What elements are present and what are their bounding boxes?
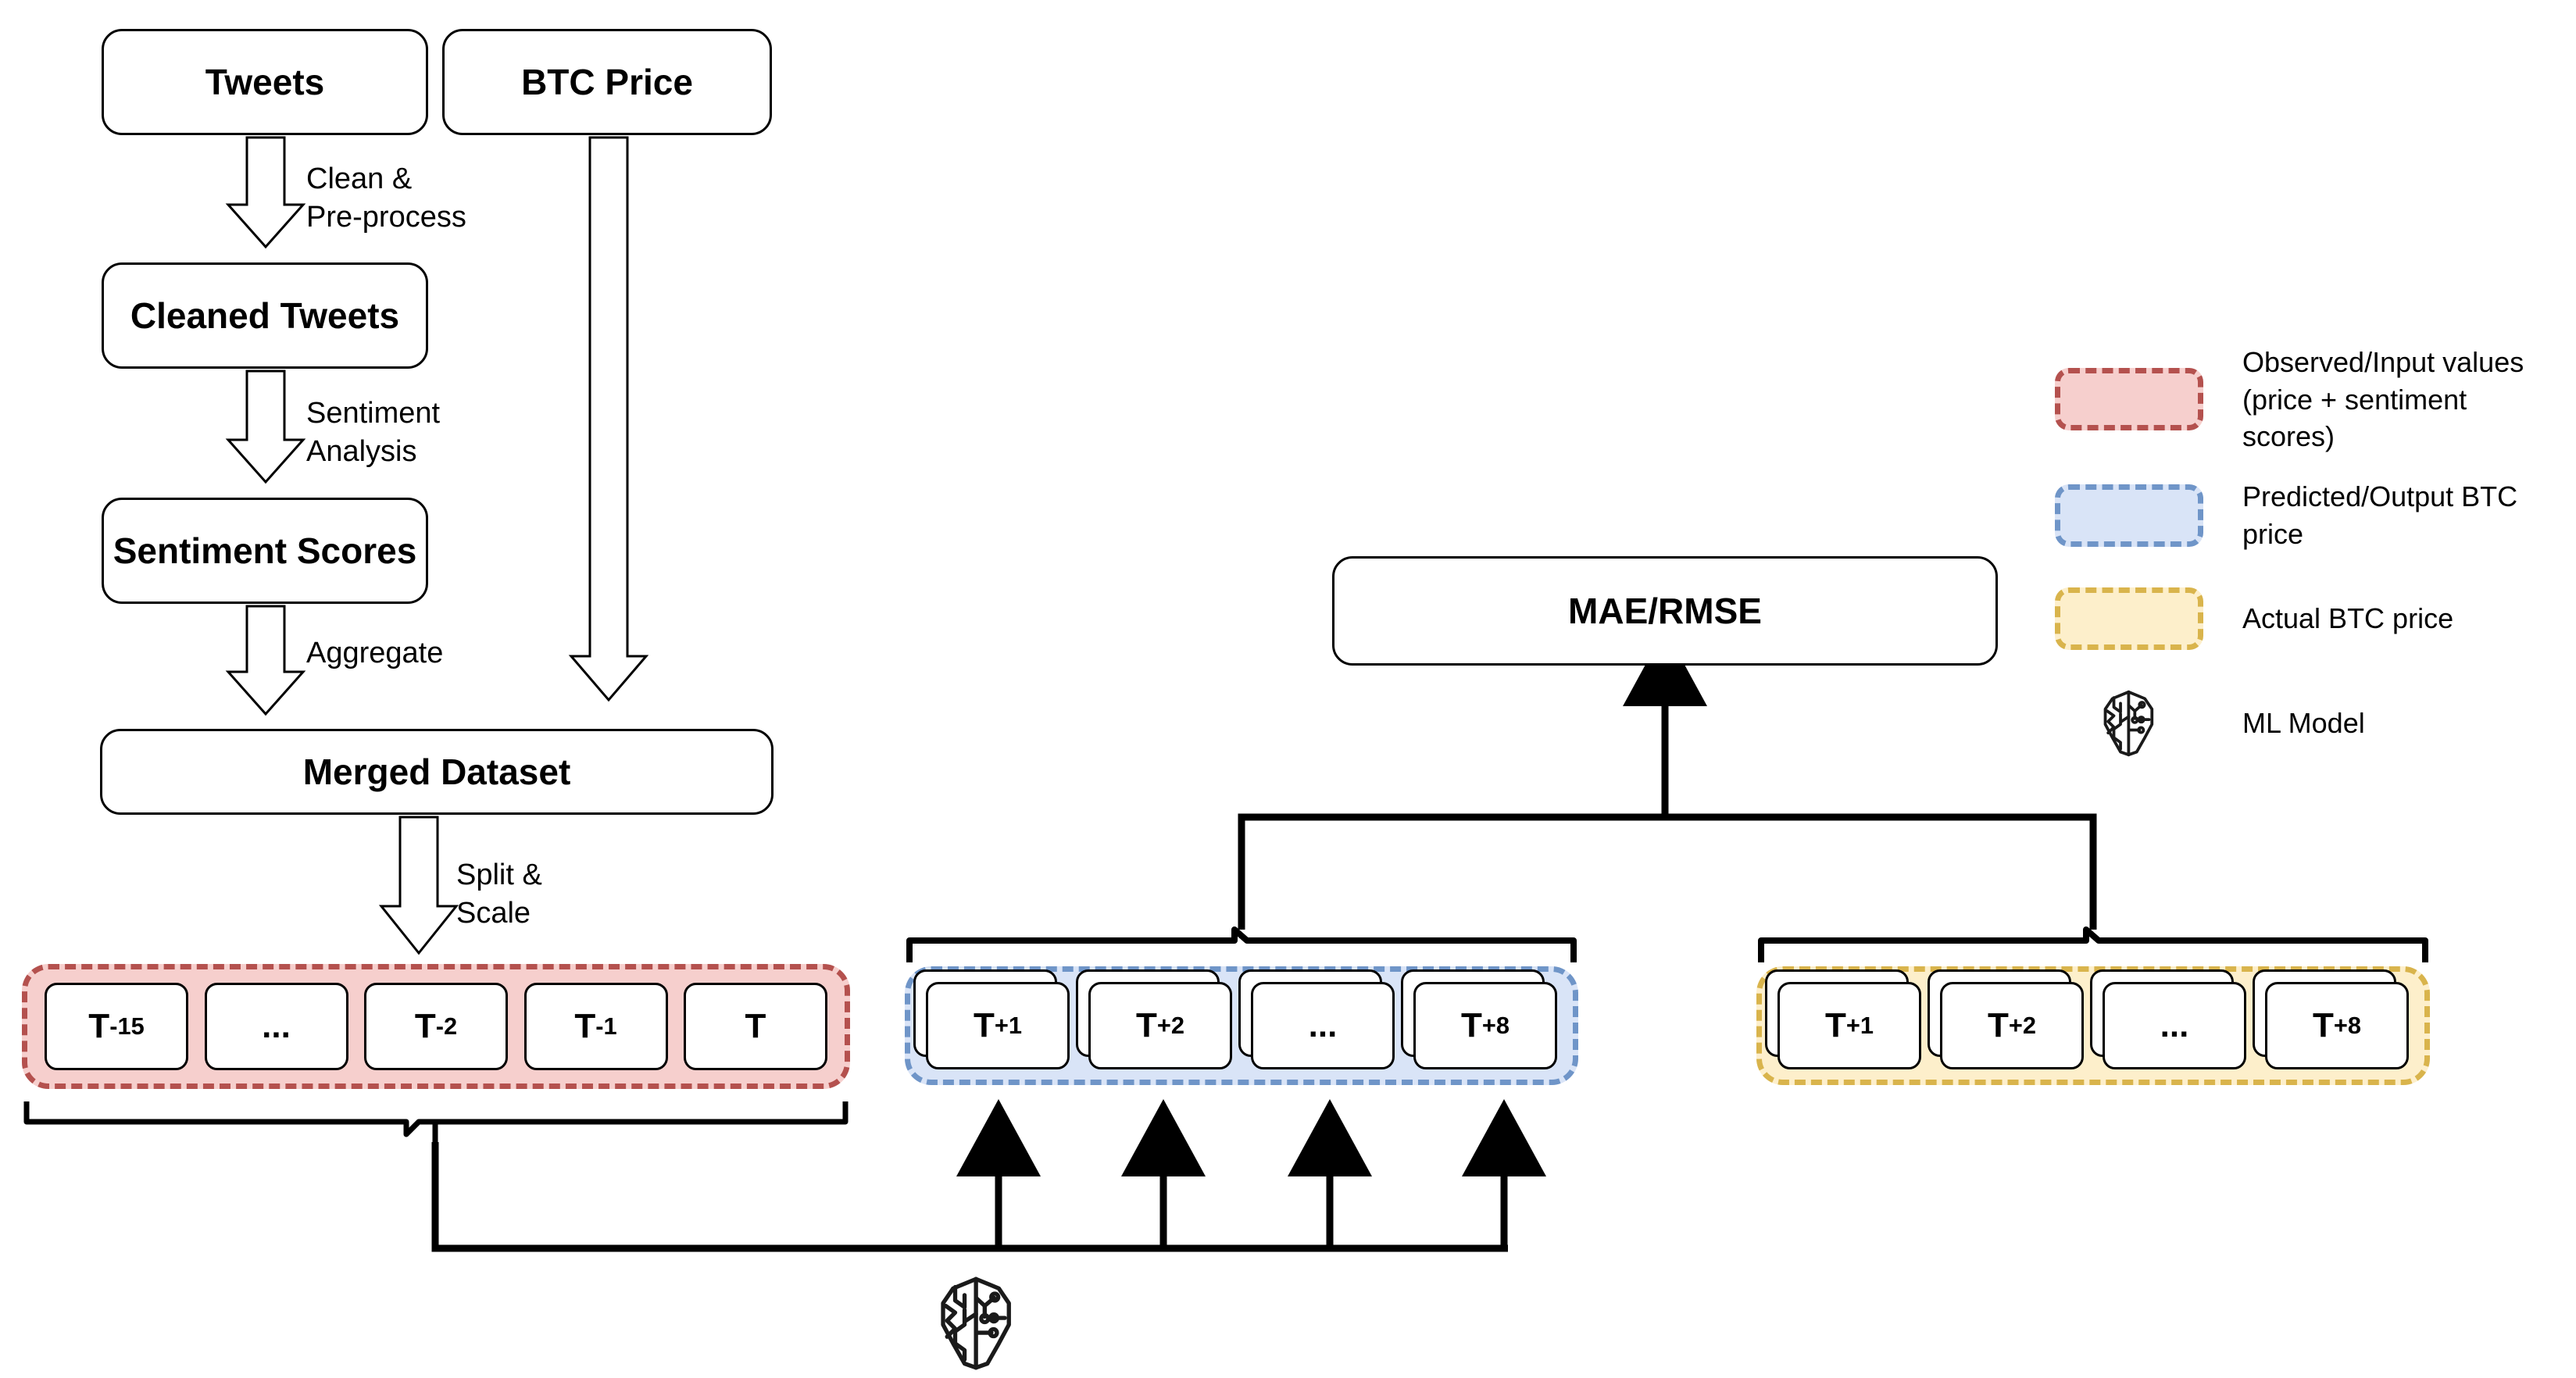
node-cleaned-tweets[interactable]: Cleaned Tweets [102,262,428,369]
predicted-cell-2-front-card: ... [1251,982,1395,1069]
arrow-aggregate [225,605,306,716]
predicted-cell-0-front-card: T+1 [926,982,1070,1069]
node-sentiment-scores-label: Sentiment Scores [113,530,417,571]
actual-window-group[interactable]: T+1 T+2 ... T+8 [1756,966,2430,1085]
legend-item-predicted-output: Predicted/Output BTC price [2055,478,2555,552]
actual-cell-2-base: ... [2160,1006,2189,1044]
actual-cell-1-front-card: T+2 [1940,982,2084,1069]
predicted-cell-3-front-card: T+8 [1413,982,1557,1069]
legend-item-predicted-output-label: Predicted/Output BTC price [2242,480,2518,550]
input-cell-4[interactable]: T [684,983,827,1070]
yellow-dashed-swatch-icon [2055,587,2203,650]
actual-cell-2-front-card: ... [2103,982,2246,1069]
node-merged-dataset[interactable]: Merged Dataset [100,729,774,815]
actual-cell-0[interactable]: T+1 [1765,969,1921,1069]
node-btc-price-label: BTC Price [521,62,693,102]
predicted-cell-3-base: T [1460,1006,1482,1044]
actual-cell-0-sub: +1 [1845,1012,1874,1039]
predicted-cell-1[interactable]: T+2 [1076,969,1232,1069]
metrics-merge-path [1238,813,2097,930]
brain-icon-slot [2055,687,2203,759]
predicted-cell-2-base: ... [1308,1006,1338,1044]
node-sentiment-scores[interactable]: Sentiment Scores [102,498,428,604]
input-cell-1[interactable]: ... [204,983,348,1070]
bracket-predicted-window [906,926,1577,962]
legend-item-ml-model-label: ML Model [2242,707,2365,740]
actual-cell-1[interactable]: T+2 [1928,969,2084,1069]
legend-item-observed-input: Observed/Input values (price + sentiment… [2055,344,2555,455]
actual-cell-3-sub: +8 [2333,1012,2361,1039]
input-cell-2[interactable]: T-2 [364,983,508,1070]
input-window-group[interactable]: T-15 ... T-2 T-1 T [22,964,850,1089]
predicted-cell-0[interactable]: T+1 [913,969,1070,1069]
bracket-actual-window [1758,926,2428,962]
legend-item-actual-label: Actual BTC price [2242,602,2454,635]
blue-dashed-swatch-icon [2055,484,2203,547]
predicted-cell-2[interactable]: ... [1238,969,1395,1069]
predicted-cell-1-base: T [1135,1006,1157,1044]
actual-cell-2[interactable]: ... [2090,969,2246,1069]
edge-label-sentiment-analysis: Sentiment Analysis [306,397,441,468]
input-cell-0-sub: -15 [109,1012,145,1040]
predicted-cell-1-sub: +2 [1156,1012,1184,1039]
input-cell-2-sub: -2 [435,1012,458,1040]
input-cell-1-base: ... [262,1007,291,1045]
node-cleaned-tweets-label: Cleaned Tweets [130,295,400,336]
input-cell-0[interactable]: T-15 [45,983,188,1070]
edge-label-aggregate: Aggregate [306,637,444,669]
node-mae-rmse[interactable]: MAE/RMSE [1332,556,1998,666]
edge-label-clean-preprocess: Clean & Pre-process [306,162,466,234]
input-cell-4-base: T [745,1007,766,1045]
model-feed-path [431,1142,1508,1252]
predicted-window-group[interactable]: T+1 T+2 ... T+8 [905,966,1578,1085]
node-tweets[interactable]: Tweets [102,29,428,135]
input-cell-3-base: T [574,1007,596,1045]
input-cell-2-base: T [414,1007,436,1045]
actual-cell-3-front-card: T+8 [2265,982,2409,1069]
predicted-cell-3[interactable]: T+8 [1401,969,1557,1069]
arrow-clean-preprocess [225,136,306,249]
node-btc-price[interactable]: BTC Price [442,29,772,135]
actual-cell-1-base: T [1987,1006,2009,1044]
legend-item-observed-input-label: Observed/Input values (price + sentiment… [2242,346,2524,453]
ml-model-brain-icon-bottom [934,1273,1020,1377]
actual-cell-3[interactable]: T+8 [2253,969,2409,1069]
node-mae-rmse-label: MAE/RMSE [1568,591,1762,631]
arrow-split-scale [378,816,459,955]
legend-item-actual: Actual BTC price [2055,587,2453,650]
actual-cell-0-base: T [1824,1006,1846,1044]
arrow-btc-to-merged [568,136,649,702]
predicted-cell-3-sub: +8 [1481,1012,1510,1039]
pink-dashed-swatch-icon [2055,368,2203,431]
predicted-cell-1-front-card: T+2 [1088,982,1232,1069]
input-cell-0-base: T [88,1007,110,1045]
arrow-sentiment-analysis [225,369,306,484]
node-merged-dataset-label: Merged Dataset [302,751,571,792]
actual-cell-3-base: T [2312,1006,2334,1044]
predicted-cell-0-base: T [973,1006,995,1044]
input-cell-3[interactable]: T-1 [523,983,668,1070]
actual-cell-0-front-card: T+1 [1777,982,1921,1069]
predicted-cell-0-sub: +1 [994,1012,1022,1039]
node-tweets-label: Tweets [205,62,325,102]
brain-icon [2103,690,2154,757]
input-cell-3-sub: -1 [595,1012,617,1040]
legend-item-ml-model: ML Model [2055,687,2365,759]
edge-label-split-scale: Split & Scale [456,859,542,930]
actual-cell-1-sub: +2 [2008,1012,2036,1039]
bracket-input-window [23,1101,849,1137]
